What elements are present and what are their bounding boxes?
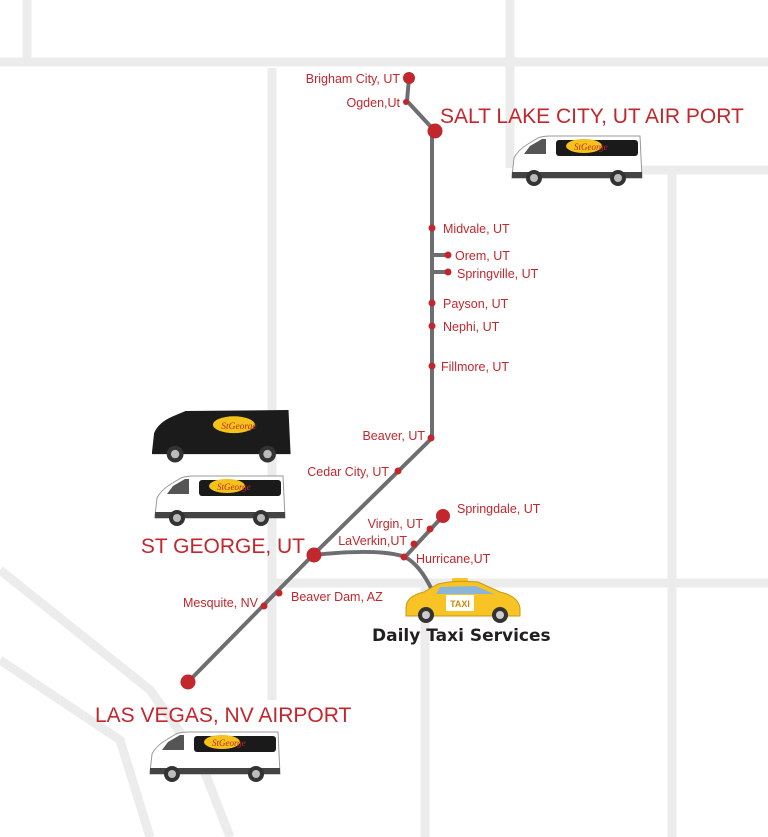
label-slc-hub: SALT LAKE CITY, UT AIR PORT [440,105,744,128]
label-beaver-dam: Beaver Dam, AZ [291,590,383,604]
stop-labels: Brigham City, UT Ogden,Ut Midvale, UT Or… [183,72,541,610]
dot-springdale [436,509,450,523]
stop-dots [180,72,452,690]
dot-virgin [426,525,434,533]
dot-st-george [306,547,322,563]
shuttle-van-st-george [154,475,286,527]
label-mesquite: Mesquite, NV [183,596,259,610]
svg-text:StGeorge: StGeorge [221,422,256,432]
label-laverkin: LaVerkin,UT [338,534,407,548]
dot-laverkin [410,540,418,548]
label-ogden: Ogden,Ut [346,96,400,110]
label-payson: Payson, UT [443,297,509,311]
label-beaver: Beaver, UT [362,429,425,443]
label-las-vegas-hub: LAS VEGAS, NV AIRPORT [95,704,352,727]
shuttle-van-las-vegas [149,731,281,783]
taxi-car: TAXI [405,578,521,623]
dot-fillmore [428,362,436,370]
shuttle-van-black: StGeorge [152,410,291,463]
dot-springville [444,268,452,276]
dot-cedar [394,467,402,475]
taxi-sign: TAXI [450,599,470,609]
dot-brigham [403,72,415,84]
dot-midvale [428,224,436,232]
label-orem: Orem, UT [455,249,510,263]
label-nephi: Nephi, UT [443,320,500,334]
dot-ogden [403,99,409,105]
dot-slc [427,123,443,139]
label-st-george-hub: ST GEORGE, UT [141,535,305,558]
label-springdale: Springdale, UT [457,502,541,516]
dot-hurricane [400,553,408,561]
dot-payson [428,299,436,307]
label-springville: Springville, UT [457,267,539,281]
dot-beaver [427,434,435,442]
dot-beaver-dam [275,589,283,597]
taxi-services-title: Daily Taxi Services [372,626,551,646]
label-virgin: Virgin, UT [368,517,424,531]
dot-orem [444,251,452,259]
label-cedar: Cedar City, UT [307,465,389,479]
label-brigham: Brigham City, UT [306,72,401,86]
dot-las-vegas [180,674,196,690]
label-hurricane: Hurricane,UT [416,552,491,566]
label-midvale: Midvale, UT [443,222,510,236]
dot-mesquite [260,602,268,610]
shuttle-van-slc [511,135,643,187]
label-fillmore: Fillmore, UT [441,360,509,374]
dot-nephi [428,322,436,330]
